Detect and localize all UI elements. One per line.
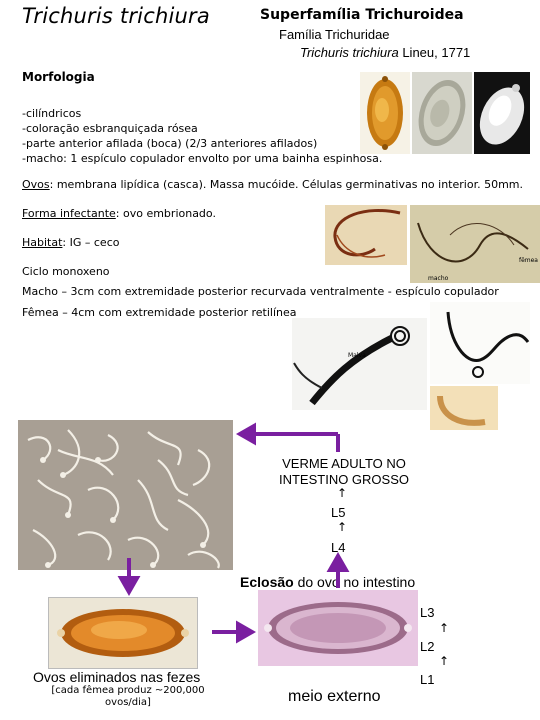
worm-photo-2: fêmea macho bbox=[410, 205, 540, 283]
species-label: Trichuris trichiura Lineu, 1771 bbox=[300, 45, 470, 60]
arrow-to-adult-photo-head bbox=[235, 422, 256, 446]
superfamily-label: Superfamília Trichuroidea bbox=[260, 7, 464, 23]
stage-l2: L2 bbox=[420, 639, 435, 654]
species-author: Lineu, 1771 bbox=[398, 45, 471, 60]
macho-line: Macho – 3cm com extremidade posterior re… bbox=[22, 285, 499, 298]
egg-orange-photo bbox=[48, 597, 198, 669]
forma-text: : ovo embrionado. bbox=[115, 207, 216, 220]
habitat-text: : IG – ceco bbox=[62, 236, 120, 249]
stage-l3: L3 bbox=[420, 605, 435, 620]
habitat-label: Habitat bbox=[22, 236, 63, 249]
ovos-label: Ovos bbox=[22, 178, 50, 191]
ciclo-line: Ciclo monoxeno bbox=[22, 265, 110, 278]
adult-worm-line1: VERME ADULTO NO bbox=[282, 456, 406, 471]
macho-photo-label: macho bbox=[428, 275, 449, 282]
eclosao-rest: do ovo no intestino bbox=[293, 574, 416, 590]
eclosao-bold: Eclosão bbox=[240, 574, 294, 590]
malva-photo-label: Malva bbox=[348, 352, 366, 359]
eclosao-label: Eclosão do ovo no intestino bbox=[240, 574, 415, 590]
stage-l4: L4 bbox=[331, 540, 346, 555]
egg-photo-orange bbox=[360, 72, 410, 154]
arrow-down-head bbox=[117, 576, 141, 597]
species-name: Trichuris trichiura bbox=[300, 45, 399, 60]
worm-photo-1 bbox=[325, 205, 407, 265]
family-label: Família Trichuridae bbox=[279, 27, 390, 42]
ovos-line: Ovos: membrana lipídica (casca). Massa m… bbox=[22, 178, 523, 191]
forma-label: Forma infectante bbox=[22, 207, 116, 220]
worm-photo-5 bbox=[430, 386, 498, 430]
adult-worm-label: VERME ADULTO NO INTESTINO GROSSO bbox=[260, 456, 428, 488]
page-title: Trichuris trichiura bbox=[22, 4, 210, 28]
forma-line: Forma infectante: ovo embrionado. bbox=[22, 207, 216, 220]
femea-line: Fêmea – 4cm com extremidade posterior re… bbox=[22, 306, 297, 319]
up-arrow-l5: ↑ bbox=[337, 486, 348, 500]
morfologia-item: -parte anterior afilada (boca) (2/3 ante… bbox=[22, 137, 318, 150]
ovos-text: : membrana lipídica (casca). Massa mucói… bbox=[49, 178, 524, 191]
meio-externo-label: meio externo bbox=[288, 688, 381, 705]
femea-produz-line1: [cada fêmea produz ~200,000 bbox=[51, 685, 205, 696]
adult-worms-photo bbox=[18, 420, 233, 570]
ovos-eliminados-label: Ovos eliminados nas fezes bbox=[33, 669, 201, 685]
morfologia-item: -cilíndricos bbox=[22, 107, 82, 120]
femea-produz-line2: ovos/dia] bbox=[105, 697, 151, 708]
femea-photo-label: fêmea bbox=[518, 257, 538, 264]
stage-l5: L5 bbox=[331, 505, 346, 520]
up-arrow-l3: ↑ bbox=[439, 621, 450, 635]
up-arrow-l2: ↑ bbox=[439, 654, 450, 668]
stage-l1: L1 bbox=[420, 672, 435, 687]
morfologia-item: -coloração esbranquiçada rósea bbox=[22, 122, 198, 135]
worm-photo-4 bbox=[430, 302, 530, 384]
morfologia-heading: Morfologia bbox=[22, 70, 95, 84]
morfologia-item: -macho: 1 espículo copulador envolto por… bbox=[22, 152, 383, 165]
adult-worm-line2: INTESTINO GROSSO bbox=[278, 472, 409, 487]
arrow-right-head bbox=[236, 620, 257, 644]
egg-photo-sem bbox=[474, 72, 530, 154]
up-arrow-l4: ↑ bbox=[337, 520, 348, 534]
femea-produz-label: [cada fêmea produz ~200,000 ovos/dia] bbox=[48, 685, 208, 709]
worm-photo-3: Malva bbox=[292, 318, 427, 410]
egg-photo-gray bbox=[412, 72, 472, 154]
arrow-up-head bbox=[326, 551, 350, 572]
morfologia-list: -cilíndricos -coloração esbranquiçada ró… bbox=[22, 106, 382, 166]
egg-pink-photo bbox=[258, 590, 418, 666]
habitat-line: Habitat: IG – ceco bbox=[22, 236, 119, 249]
